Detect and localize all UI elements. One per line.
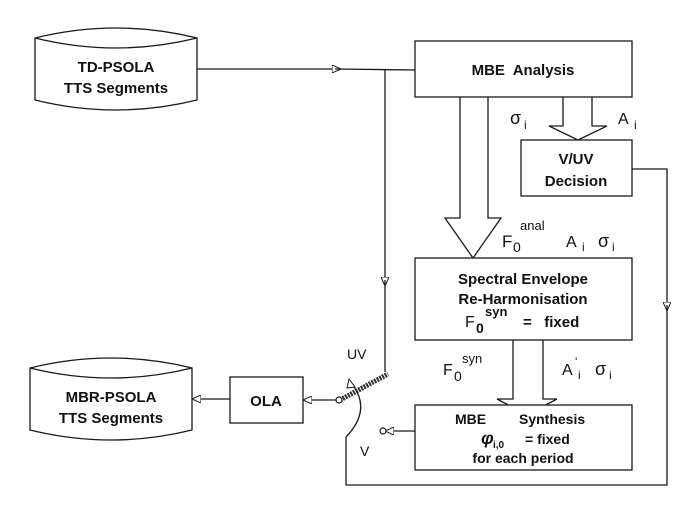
td-psola-sublabel: TTS Segments [64, 80, 168, 97]
label-a-i-top: A i [618, 111, 637, 132]
svg-text:F: F [502, 232, 512, 251]
td-psola-database: TD-PSOLA TTS Segments [34, 27, 198, 111]
label-sigma-i-low: σ i [595, 359, 612, 382]
arrow-analysis-to-spectral [443, 97, 503, 260]
label-f0-anal: F 0 anal [502, 218, 545, 255]
mbr-psola-label: MBR-PSOLA [66, 389, 157, 406]
td-psola-label: TD-PSOLA [78, 59, 155, 76]
arrow-spectral-to-synthesis [496, 340, 558, 416]
edge-td-to-mbe-cont [334, 68, 416, 71]
switch-arm [338, 371, 390, 403]
switch-arc [345, 383, 362, 438]
spectral-envelope-block: Spectral Envelope Re-Harmonisation F 0 s… [414, 257, 633, 341]
mbr-psola-sublabel: TTS Segments [59, 410, 163, 427]
svg-text:σ: σ [510, 108, 521, 128]
label-a-prime-i: A ' i [562, 355, 581, 382]
phi-symbol: φ [481, 428, 494, 448]
phase-fixed-label: = fixed [525, 431, 570, 447]
svg-text:i: i [612, 240, 615, 254]
svg-text:A: A [618, 111, 629, 128]
ola-block: OLA [229, 376, 304, 424]
edge-vuv-control-return [345, 305, 668, 486]
svg-text:i: i [524, 118, 527, 132]
label-sigma-i-top: σ i [510, 108, 527, 132]
svg-text:': ' [575, 355, 577, 369]
svg-text:syn: syn [462, 351, 482, 366]
svg-text:0: 0 [513, 239, 521, 255]
mbe-analysis-label: MBE Analysis [472, 62, 575, 79]
svg-text:A: A [566, 234, 577, 251]
voiced-contact [379, 427, 387, 435]
svg-text:i: i [634, 118, 637, 132]
switch-arc-arrowhead [346, 377, 356, 389]
phi-subscript: i,0 [493, 440, 505, 451]
svg-text:σ: σ [595, 359, 606, 379]
edge-vuv-control [632, 168, 667, 310]
decision-label: Decision [545, 173, 608, 190]
spectral-envelope-label: Spectral Envelope [458, 271, 588, 288]
svg-text:σ: σ [598, 231, 609, 251]
f0-syn-base: F [465, 314, 475, 331]
f0-syn-sub: 0 [476, 320, 484, 336]
ola-label: OLA [250, 393, 282, 410]
v-label: V [360, 443, 370, 459]
svg-text:i: i [609, 368, 612, 382]
label-a-i-mid: A i [566, 234, 585, 254]
f0-syn-sup: syn [485, 304, 507, 319]
vuv-decision-block: V/UV Decision [520, 139, 633, 197]
f0-fixed-label: = fixed [523, 314, 579, 331]
svg-text:A: A [562, 362, 573, 379]
uv-v-switch: UV V [335, 346, 390, 459]
reharmonisation-label: Re-Harmonisation [458, 291, 587, 308]
mbe-analysis-block: MBE Analysis [414, 40, 633, 98]
arrow-analysis-to-vuv [548, 97, 608, 141]
label-f0-syn: F 0 syn [443, 351, 482, 384]
vuv-label: V/UV [558, 151, 593, 168]
uv-label: UV [347, 346, 367, 362]
for-each-period-label: for each period [472, 450, 573, 466]
svg-text:anal: anal [520, 218, 545, 233]
svg-text:F: F [443, 362, 453, 379]
synthesis-label: Synthesis [519, 411, 585, 427]
switch-pivot [335, 396, 343, 404]
mbe-synthesis-block: MBE Synthesis φ i,0 = fixed for each per… [414, 404, 633, 471]
mbr-psola-database: MBR-PSOLA TTS Segments [29, 357, 193, 441]
mbe-label: MBE [455, 411, 486, 427]
svg-text:i: i [582, 240, 585, 254]
label-sigma-i-mid: σ i [598, 231, 615, 254]
svg-text:i: i [578, 368, 581, 382]
svg-text:0: 0 [454, 368, 462, 384]
